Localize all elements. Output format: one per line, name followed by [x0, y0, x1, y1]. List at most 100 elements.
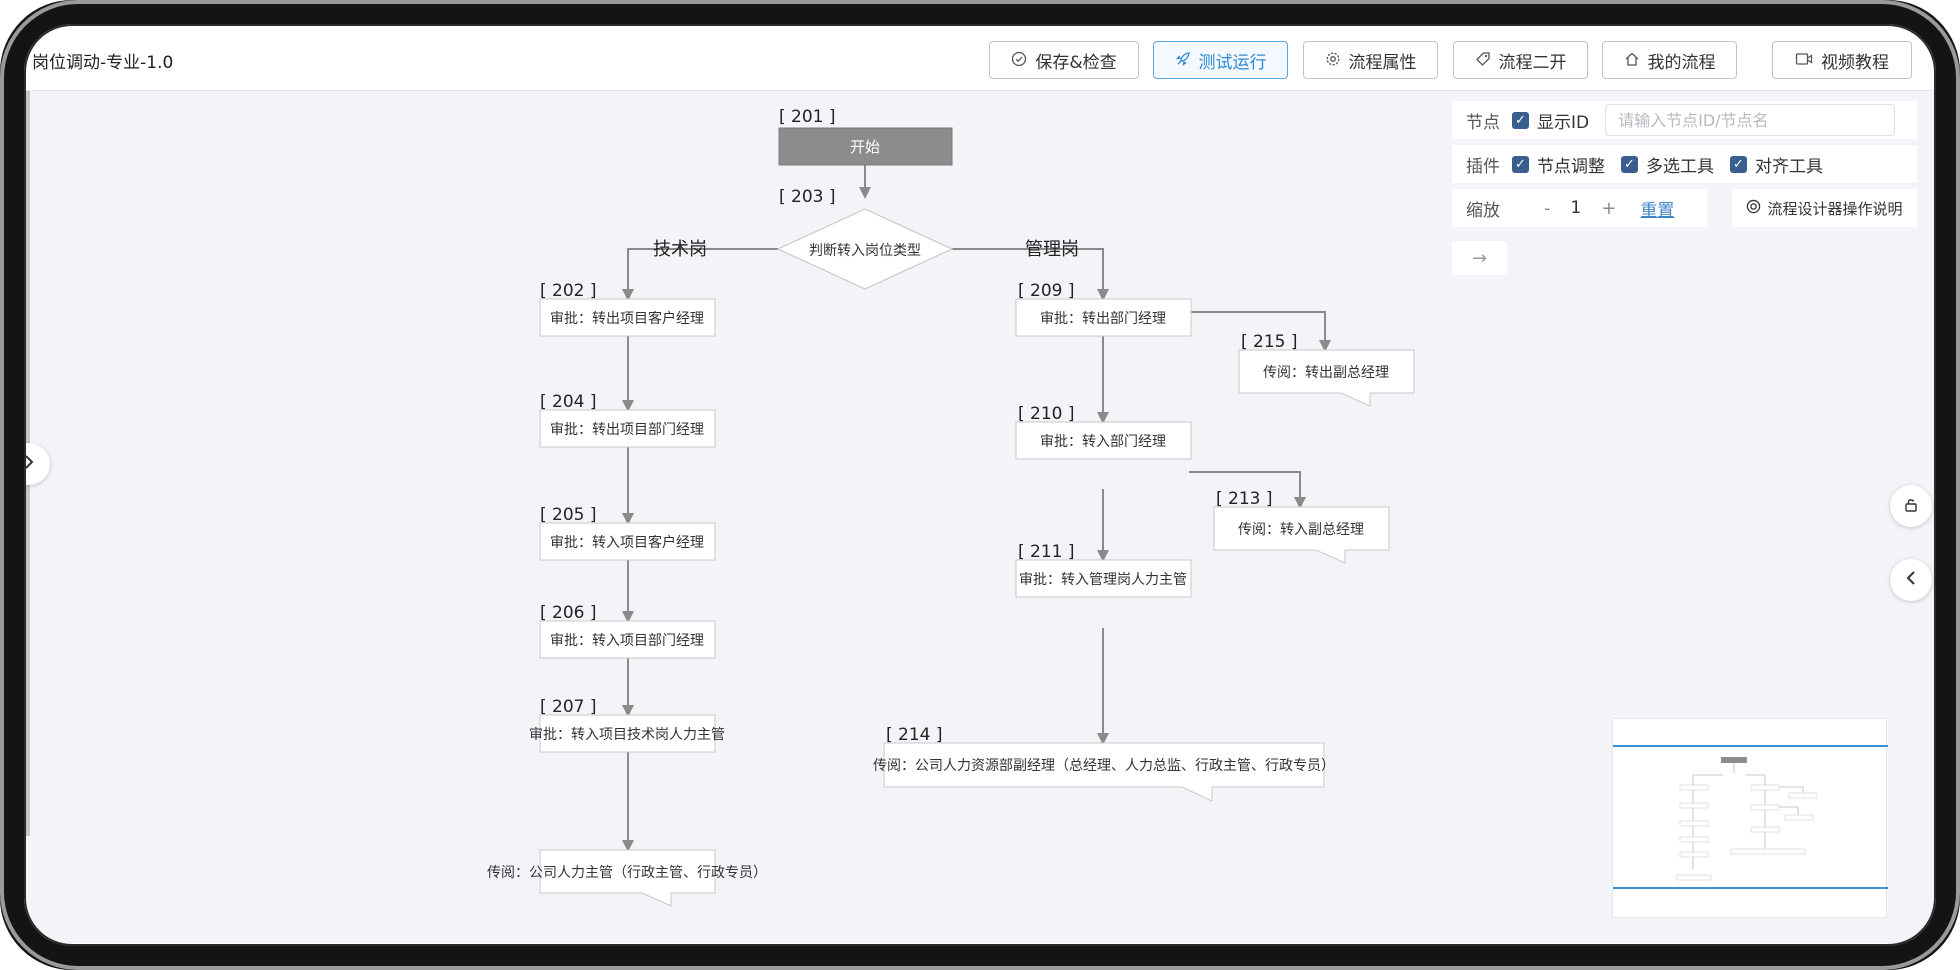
edge-209-215 — [1189, 311, 1331, 352]
flow-canvas[interactable]: 技术岗 管理岗 [ 201 ] 开始 [ 203 ] 判断转入岗位类型 [ 20… — [22, 91, 1940, 943]
flow-node-209[interactable]: [ 209 ] 审批：转出部门经理 — [1015, 281, 1192, 337]
zoom-reset-link[interactable]: 重置 — [1640, 200, 1675, 221]
node-id: [ 205 ] — [540, 505, 597, 525]
flow-extend-button[interactable]: 流程二开 — [1453, 41, 1588, 79]
plugin-row: 插件 ✓ 节点调整 ✓ 多选工具 ✓ 对齐工具 — [1452, 145, 1917, 183]
node-name: 判断转入岗位类型 — [809, 243, 921, 259]
flow-node-205[interactable]: [ 205 ] 审批：转入项目客户经理 — [539, 505, 716, 561]
flow-minimap[interactable] — [1612, 718, 1888, 918]
minimap-viewport-top — [1613, 745, 1888, 747]
tag-icon — [1475, 51, 1491, 70]
save-check-button[interactable]: 保存&检查 — [989, 41, 1139, 79]
flow-edges — [622, 159, 1331, 852]
chevron-right-icon — [22, 452, 36, 477]
node-id: [ 201 ] — [779, 107, 836, 127]
node-id: [ 209 ] — [1018, 281, 1075, 301]
flow-node-201[interactable]: [ 201 ] 开始 — [778, 107, 953, 166]
flow-node-203[interactable]: [ 203 ] 判断转入岗位类型 — [776, 187, 954, 290]
help-ring-icon — [1746, 199, 1761, 218]
node-id: [ 206 ] — [540, 603, 597, 623]
next-arrow-button[interactable]: → — [1452, 241, 1507, 275]
chevron-left-icon — [1904, 568, 1918, 593]
zoom-row: 缩放 - 1 + 重置 — [1452, 189, 1707, 227]
node-adjust-checkbox[interactable]: ✓ — [1512, 155, 1529, 173]
node-name: 传阅：转出副总经理 — [1263, 365, 1389, 381]
collapse-right-panel-button[interactable] — [1890, 559, 1932, 601]
lock-toggle-button[interactable] — [1890, 485, 1932, 527]
designer-help-button[interactable]: 流程设计器操作说明 — [1732, 189, 1917, 227]
node-name: 审批：转入项目技术岗人力主管 — [529, 727, 725, 743]
align-tool-checkbox[interactable]: ✓ — [1730, 155, 1747, 173]
node-adjust-label: 节点调整 — [1537, 156, 1605, 177]
node-name: 审批：转出项目部门经理 — [550, 422, 704, 438]
flow-extend-label: 流程二开 — [1498, 52, 1567, 73]
flow-node-210[interactable]: [ 210 ] 审批：转入部门经理 — [1015, 404, 1192, 460]
zoom-out-button[interactable]: - — [1544, 197, 1551, 219]
node-id: [ 207 ] — [540, 697, 597, 717]
flow-properties-button[interactable]: 流程属性 — [1303, 41, 1438, 79]
zoom-label: 缩放 — [1466, 200, 1500, 221]
node-name: 审批：转入管理岗人力主管 — [1019, 572, 1187, 588]
home-icon — [1624, 51, 1640, 70]
node-id: [ 202 ] — [540, 281, 597, 301]
node-name: 传阅：公司人力主管（行政主管、行政专员） — [487, 865, 767, 881]
flow-diagram: 技术岗 管理岗 [ 201 ] 开始 [ 203 ] 判断转入岗位类型 [ 20… — [487, 107, 1415, 907]
edge-label-mgmt: 管理岗 — [1025, 239, 1079, 260]
node-name: 传阅：公司人力资源部副经理（总经理、人力总监、行政主管、行政专员） — [873, 758, 1335, 774]
minimap-preview — [1676, 757, 1818, 881]
test-run-button[interactable]: 测试运行 — [1153, 41, 1288, 79]
node-id: [ 211 ] — [1018, 542, 1075, 562]
align-tool-label: 对齐工具 — [1755, 156, 1823, 177]
node-name: 传阅：转入副总经理 — [1238, 522, 1364, 538]
arrow-right-icon: → — [1471, 247, 1488, 269]
flow-node-214[interactable]: [ 214 ] 传阅：公司人力资源部副经理（总经理、人力总监、行政主管、行政专员… — [873, 725, 1335, 802]
node-name: 审批：转入项目部门经理 — [550, 633, 704, 649]
node-id: [ 213 ] — [1216, 489, 1273, 509]
edge-label-tech: 技术岗 — [653, 239, 707, 260]
flow-node-208[interactable]: [ 208 ] 传阅：公司人力主管（行政主管、行政专员） — [487, 849, 767, 907]
flow-node-211[interactable]: [ 211 ] 审批：转入管理岗人力主管 — [1015, 542, 1192, 598]
node-name: 开始 — [850, 138, 880, 156]
video-icon — [1795, 51, 1813, 70]
video-tutorial-label: 视频教程 — [1821, 52, 1889, 73]
node-id: [ 214 ] — [886, 725, 943, 745]
check-circle-icon — [1011, 51, 1027, 70]
flow-node-213[interactable]: [ 213 ] 传阅：转入副总经理 — [1213, 489, 1390, 564]
show-id-label: 显示ID — [1537, 112, 1590, 133]
node-row: 节点 ✓ 显示ID — [1452, 101, 1917, 139]
flow-node-204[interactable]: [ 204 ] 审批：转出项目部门经理 — [539, 392, 716, 448]
node-name: 审批：转入部门经理 — [1040, 434, 1166, 450]
node-name: 审批：转出项目客户经理 — [550, 310, 704, 327]
node-search-input[interactable] — [1605, 104, 1896, 136]
plugin-label: 插件 — [1466, 156, 1500, 177]
video-tutorial-button[interactable]: 视频教程 — [1772, 41, 1912, 79]
gear-icon — [1325, 51, 1341, 70]
flow-node-207[interactable]: [ 207 ] 审批：转入项目技术岗人力主管 — [529, 697, 725, 753]
multi-select-checkbox[interactable]: ✓ — [1621, 155, 1638, 173]
node-id: [ 215 ] — [1241, 332, 1298, 352]
flow-node-206[interactable]: [ 206 ] 审批：转入项目部门经理 — [539, 603, 716, 659]
test-run-label: 测试运行 — [1198, 52, 1267, 73]
my-flows-button[interactable]: 我的流程 — [1602, 41, 1737, 79]
save-check-label: 保存&检查 — [1035, 52, 1117, 73]
rocket-icon — [1175, 51, 1191, 70]
node-label: 节点 — [1466, 112, 1500, 133]
node-id: [ 204 ] — [540, 392, 597, 412]
node-name: 审批：转出部门经理 — [1040, 311, 1166, 327]
top-toolbar: 岗位调动-专业-1.0 保存&检查 测试运行 流程属性 — [22, 28, 1940, 91]
flow-properties-label: 流程属性 — [1348, 52, 1417, 73]
page-title: 岗位调动-专业-1.0 — [32, 53, 174, 73]
node-name: 审批：转入项目客户经理 — [550, 534, 704, 551]
edge-203-209 — [952, 248, 1109, 301]
my-flows-label: 我的流程 — [1647, 52, 1716, 73]
node-id: [ 203 ] — [779, 187, 836, 207]
flow-node-202[interactable]: [ 202 ] 审批：转出项目客户经理 — [539, 281, 716, 337]
zoom-value: 1 — [1570, 198, 1582, 218]
minimap-viewport-bottom — [1613, 887, 1888, 889]
flow-node-215[interactable]: [ 215 ] 传阅：转出副总经理 — [1238, 332, 1415, 407]
designer-help-label: 流程设计器操作说明 — [1767, 199, 1903, 218]
zoom-in-button[interactable]: + — [1601, 197, 1617, 219]
show-id-checkbox[interactable]: ✓ — [1512, 111, 1529, 129]
multi-select-label: 多选工具 — [1646, 156, 1714, 177]
